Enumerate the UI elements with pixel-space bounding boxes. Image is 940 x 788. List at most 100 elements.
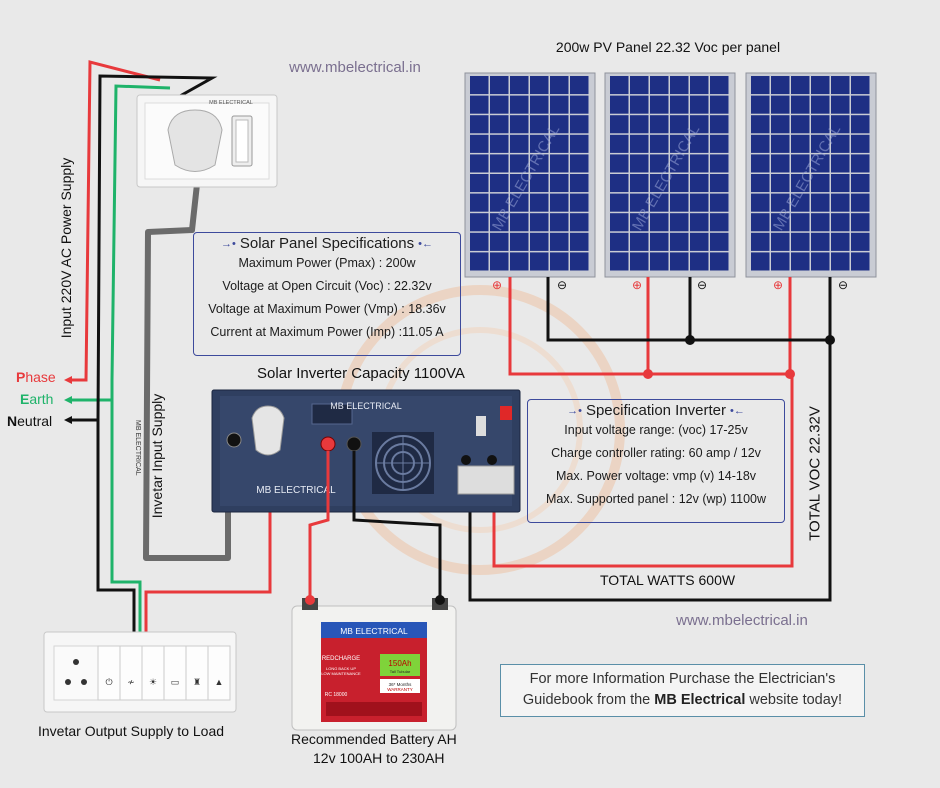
earth-rest: arth — [29, 391, 54, 407]
pv-cell — [550, 76, 569, 95]
pv-cell — [690, 76, 709, 95]
pv-cell — [851, 232, 870, 251]
pv-cell — [791, 154, 810, 173]
solar-panels: MB ELECTRICAL⊕⊖MB ELECTRICAL⊕⊖MB ELECTRI… — [464, 72, 877, 292]
pv-cell — [530, 76, 549, 95]
pv-cell — [550, 174, 569, 193]
switch-light-2[interactable] — [163, 645, 187, 701]
pv-cell — [570, 174, 589, 193]
pv-cell — [470, 76, 489, 95]
pv-cell — [771, 154, 790, 173]
pv-cell — [751, 213, 770, 232]
pv-cell — [710, 232, 729, 251]
pv-cell — [610, 154, 629, 173]
pv-cell — [510, 154, 529, 173]
pv-cell — [771, 134, 790, 153]
battery-negative-post — [435, 595, 445, 605]
pv-terminal-block — [457, 465, 515, 495]
pv-cell — [851, 154, 870, 173]
inverter-socket-icon — [251, 405, 285, 456]
pv-cell — [550, 252, 569, 271]
pv-cell — [490, 154, 509, 173]
pv-cell — [710, 134, 729, 153]
pv-cell — [550, 115, 569, 134]
switch-lamp[interactable] — [185, 645, 209, 701]
pv-cell — [470, 115, 489, 134]
battery-capacity: 150Ah — [388, 659, 411, 668]
pv-cell — [831, 134, 850, 153]
ac-wiring — [72, 60, 272, 632]
info-line-1: For more Information Purchase the Electr… — [529, 671, 836, 687]
pv-cell — [490, 232, 509, 251]
pv-cell — [690, 193, 709, 212]
inverter-selector-switch[interactable] — [476, 416, 486, 436]
pv-cell — [791, 232, 810, 251]
pv-cell — [630, 76, 649, 95]
negative-icon: ⊖ — [697, 278, 707, 292]
switch-light-1[interactable] — [141, 645, 165, 701]
pv-cell — [570, 95, 589, 114]
pv-cell — [470, 213, 489, 232]
battery-brand: MB ELECTRICAL — [340, 626, 408, 636]
pv-cell — [650, 213, 669, 232]
pv-cell — [630, 115, 649, 134]
pv-cell — [490, 213, 509, 232]
pv-cell — [530, 154, 549, 173]
bulb-icon: ☀ — [149, 677, 157, 687]
inverter-power-button[interactable] — [226, 432, 242, 448]
pv-cell — [690, 213, 709, 232]
negative-icon: ⊖ — [557, 278, 567, 292]
info-line-2-post: website today! — [745, 692, 843, 708]
inverter-title: Solar Inverter Capacity 1100VA — [257, 365, 465, 382]
pv-cell — [751, 154, 770, 173]
pv-cell — [791, 193, 810, 212]
pv-cell — [751, 76, 770, 95]
pv-cell — [791, 76, 810, 95]
switch-socket[interactable] — [97, 645, 121, 701]
switch-fan[interactable] — [119, 645, 143, 701]
pv-cell — [610, 252, 629, 271]
inverter-red-switch[interactable] — [500, 406, 512, 420]
inverter-display — [311, 403, 353, 425]
pv-cell — [650, 232, 669, 251]
pv-cell — [530, 252, 549, 271]
pv-cell — [710, 76, 729, 95]
pv-cell — [510, 174, 529, 193]
switch-bell[interactable] — [207, 645, 231, 701]
pv-cell — [510, 193, 529, 212]
info-link-mb-electrical[interactable]: MB Electrical — [654, 692, 746, 708]
output-label: Invetar Output Supply to Load — [38, 723, 225, 739]
solar-panel-3: MB ELECTRICAL⊕⊖ — [745, 72, 877, 292]
spec-line: Maximum Power (Pmax) : 200w — [238, 256, 416, 270]
pv-cell — [470, 174, 489, 193]
pv-cell — [610, 95, 629, 114]
spec-line: Max. Supported panel : 12v (wp) 1100w — [545, 492, 767, 506]
battery-model: RC 18000 — [325, 692, 348, 698]
neutral-wire — [72, 74, 218, 422]
pv-cell — [751, 95, 770, 114]
pv-cell — [650, 115, 669, 134]
pv-cell — [570, 252, 589, 271]
cable-print: MB ELECTRICAL — [134, 420, 141, 476]
pv-cell — [510, 232, 529, 251]
pv-cell — [791, 115, 810, 134]
pv-cell — [771, 76, 790, 95]
info-line-2: Guidebook from the MB Electrical website… — [501, 690, 864, 711]
pv-cell — [650, 193, 669, 212]
pv-cell — [690, 252, 709, 271]
battery-warranty-2: WARRANTY — [387, 687, 413, 692]
battery: MB ELECTRICAL REDCHARGE LONG BACK UP LOW… — [291, 595, 457, 731]
pv-cell — [630, 193, 649, 212]
pv-cell — [470, 232, 489, 251]
earth-label: Earth — [20, 391, 53, 407]
pv-cell — [771, 252, 790, 271]
pv-cell — [630, 232, 649, 251]
pv-cell — [650, 95, 669, 114]
pv-cell — [470, 134, 489, 153]
spec-line: Charge controller rating: 60 amp / 12v — [551, 446, 761, 460]
pv-cell — [811, 76, 830, 95]
power-icon: ⏻ — [105, 677, 112, 687]
pv-cell — [771, 213, 790, 232]
pv-cell — [570, 213, 589, 232]
